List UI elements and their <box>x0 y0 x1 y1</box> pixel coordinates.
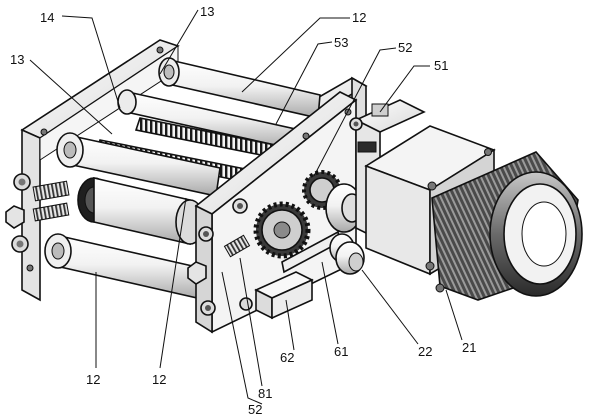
label-21: 21 <box>462 340 476 355</box>
label-62: 62 <box>280 350 294 365</box>
label-51: 51 <box>434 58 448 73</box>
label-12-top: 12 <box>352 10 366 25</box>
right-bolts <box>187 226 216 316</box>
label-12-bottom-middle: 12 <box>152 372 166 387</box>
motor <box>431 151 583 301</box>
label-13-top: 13 <box>200 4 214 19</box>
tension-spring <box>223 234 251 258</box>
sensor-arm <box>281 230 365 275</box>
label-61: 61 <box>334 344 348 359</box>
guide-rod-lower <box>44 233 211 301</box>
left-bolts <box>5 46 164 272</box>
label-52-top: 52 <box>398 40 412 55</box>
label-13-left: 13 <box>10 52 24 67</box>
label-14: 14 <box>40 10 54 25</box>
label-81: 81 <box>258 386 272 401</box>
guide-rod-front-upper <box>56 132 221 197</box>
sensor-bracket <box>239 271 314 320</box>
left-springs <box>32 180 70 222</box>
label-22: 22 <box>418 344 432 359</box>
left-frame-plate <box>20 39 180 302</box>
label-12-bottom-left: 12 <box>86 372 100 387</box>
large-gear <box>253 201 311 259</box>
leader-lines <box>29 9 463 405</box>
label-53: 53 <box>334 35 348 50</box>
label-52-bottom: 52 <box>248 402 262 417</box>
